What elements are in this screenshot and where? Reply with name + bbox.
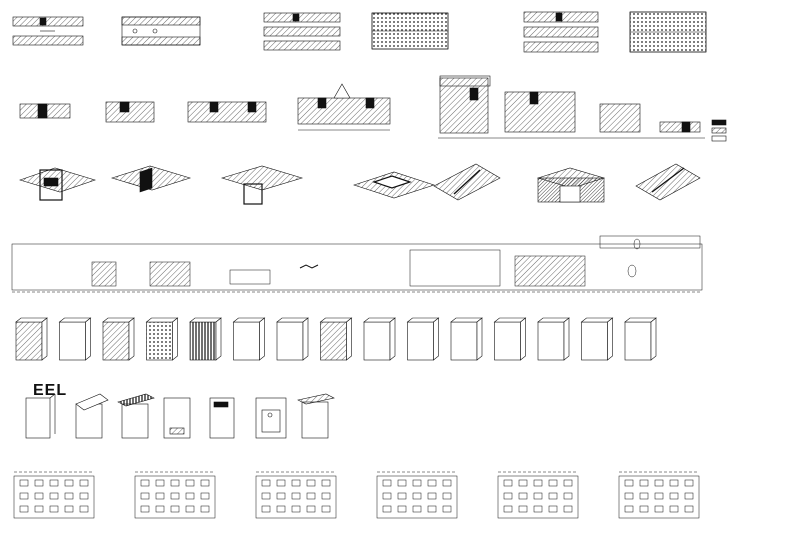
axo-4 <box>353 171 435 199</box>
sign-type-5 <box>209 397 235 439</box>
strip-plan-3 <box>263 12 341 51</box>
section-4 <box>297 83 391 131</box>
facade-panel-15 <box>624 317 657 361</box>
facade-panel-10 <box>406 317 440 361</box>
furniture-plan-2 <box>134 471 216 519</box>
furniture-plan-1 <box>13 471 95 519</box>
section-1 <box>19 103 71 119</box>
sign-type-2 <box>75 393 109 439</box>
facade-panel-12 <box>493 317 527 361</box>
row-long-section-elevation <box>11 235 703 293</box>
row-canopy-and-sign-types <box>25 393 335 439</box>
sign-type-4 <box>163 397 191 439</box>
row-axonometric-volumes <box>19 163 701 205</box>
facade-panel-1 <box>15 317 48 361</box>
facade-panel-6 <box>232 317 266 361</box>
row-furniture-layout-plans <box>13 471 700 519</box>
facade-panel-8 <box>319 317 353 361</box>
furniture-plan-3 <box>255 471 337 519</box>
axo-6 <box>536 167 606 203</box>
row-block-sections <box>19 75 727 142</box>
strip-plan-1 <box>12 16 84 46</box>
facade-panel-3 <box>102 317 135 361</box>
facade-panel-2 <box>58 317 92 361</box>
section-2 <box>105 101 155 123</box>
sign-type-3 <box>117 393 155 439</box>
section-5-long <box>438 75 705 139</box>
furniture-plan-6 <box>618 471 700 519</box>
axo-7 <box>635 163 701 201</box>
strip-plan-6 <box>629 11 707 53</box>
facade-panel-5 <box>189 317 222 361</box>
axo-2 <box>110 165 192 193</box>
strip-plan-4 <box>371 12 449 50</box>
furniture-plan-4 <box>376 471 458 519</box>
facade-panel-14 <box>580 317 614 361</box>
section-legend <box>711 119 727 142</box>
facade-panel-11 <box>450 317 483 361</box>
signage-lettering: EEL <box>33 382 68 399</box>
row-facade-panel-types <box>15 317 657 361</box>
facade-panel-7 <box>276 317 309 361</box>
row-strip-plan-diagrams <box>12 11 707 53</box>
furniture-plan-5 <box>497 471 579 519</box>
section-3 <box>187 101 267 123</box>
facade-panel-13 <box>537 317 570 361</box>
facade-panel-9 <box>363 317 396 361</box>
sign-type-6 <box>255 397 287 439</box>
sign-type-7 <box>297 393 335 439</box>
facade-panel-4 <box>145 317 179 361</box>
axo-3 <box>220 165 304 205</box>
strip-plan-5 <box>523 11 599 53</box>
strip-plan-2 <box>121 16 201 46</box>
axo-1 <box>19 167 96 201</box>
sign-type-1 <box>25 393 56 439</box>
axo-5 <box>433 163 501 201</box>
